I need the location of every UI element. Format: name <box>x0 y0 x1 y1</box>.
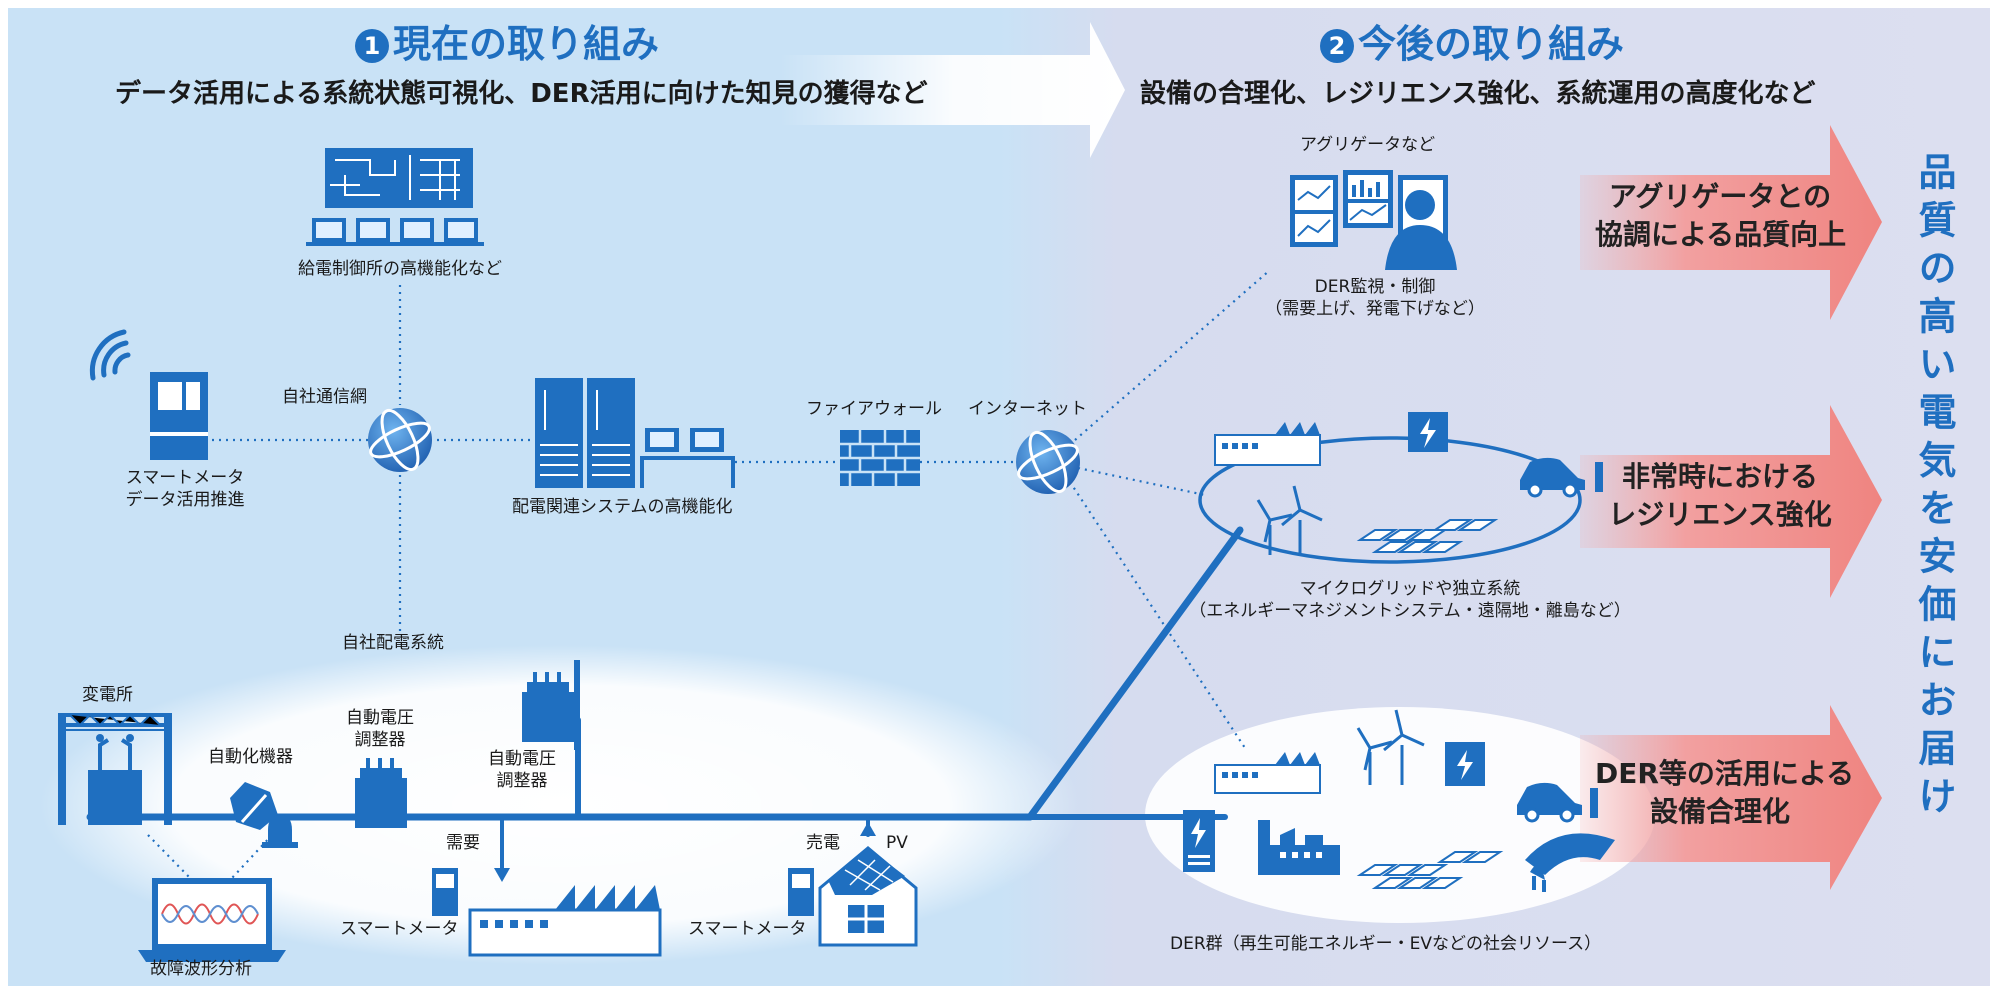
der-control-line1: DER監視・制御 <box>1314 277 1436 297</box>
arrow-2 <box>1580 405 1882 598</box>
vertical-message: 品質の高い電気を安価にお届け <box>1912 152 1956 824</box>
der-control-label: DER監視・制御（需要上げ、発電下げなど） <box>1255 276 1495 320</box>
control-center-icon <box>306 148 484 246</box>
smart-meter-icon-2 <box>788 868 814 916</box>
microgrid-line1: マイクログリッドや独立系統 <box>1299 579 1521 599</box>
der-stationary-battery-icon <box>1183 810 1215 872</box>
arrow-1 <box>1580 125 1882 320</box>
substation-icon <box>58 713 172 825</box>
arrow-1-text: アグリゲータとの協調による品質向上 <box>1595 178 1847 254</box>
dist-system-label: 配電関連システムの高機能化 <box>512 497 733 517</box>
avr1-line2: 調整器 <box>354 730 406 751</box>
globe-icon-2 <box>1016 430 1080 494</box>
der-hydro-icon <box>1525 833 1615 892</box>
internet-label: インターネット <box>968 399 1087 419</box>
arrow-1-line1: アグリゲータとの <box>1608 180 1832 213</box>
substation-label: 変電所 <box>82 685 133 705</box>
microgrid-ring <box>1198 436 1582 564</box>
der-ev-icon <box>1517 782 1598 823</box>
aggregator-label: アグリゲータなど <box>1300 135 1436 155</box>
avr2-label: 自動電圧調整器 <box>472 748 572 792</box>
firewall-label: ファイアウォール <box>806 399 942 419</box>
smart-meter-data-line2: データ活用推進 <box>125 490 245 511</box>
arrow-2-text: 非常時におけるレジリエンス強化 <box>1595 458 1845 534</box>
microgrid-battery-icon <box>1408 412 1448 452</box>
smart-meter-data-line1: スマートメータ <box>125 468 245 488</box>
arrow-2-line1: 非常時における <box>1621 460 1818 493</box>
smart-meter-label-2: スマートメータ <box>688 919 807 939</box>
network-lines <box>147 269 1271 879</box>
house-pv-icon <box>818 846 918 947</box>
der-power-plant-icon <box>1258 820 1340 875</box>
smart-meter-label-1: スマートメータ <box>340 919 459 939</box>
current-number: 1 <box>355 29 389 63</box>
avr2-line2: 調整器 <box>496 771 548 792</box>
sell-label: 売電 <box>806 833 840 853</box>
microgrid-label: マイクログリッドや独立系統（エネルギーマネジメントシステム・遠隔地・離島など） <box>1180 578 1640 622</box>
firewall-icon <box>840 430 920 486</box>
control-center-label: 給電制御所の高機能化など <box>298 259 502 279</box>
demand-label: 需要 <box>446 833 480 853</box>
current-subtitle: データ活用による系統状態可視化、DER活用に向けた知見の獲得など <box>115 79 928 109</box>
arrow-1-line2: 協調による品質向上 <box>1595 217 1847 251</box>
server-rack-icon <box>535 378 735 488</box>
arrow-3-text: DER等の活用による設備合理化 <box>1595 755 1855 831</box>
smart-meter-wifi-icon <box>89 329 208 460</box>
fault-wave-label: 故障波形分析 <box>150 959 252 979</box>
avr1-label: 自動電圧調整器 <box>330 707 430 751</box>
auto-device-label: 自動化機器 <box>208 747 293 767</box>
microgrid-line2: （エネルギーマネジメントシステム・遠隔地・離島など） <box>1189 601 1631 622</box>
future-title-text: 今後の取り組み <box>1358 22 1625 66</box>
der-group-label: DER群（再生可能エネルギー・EVなどの社会リソース） <box>1170 934 1602 954</box>
distribution-glow <box>40 645 1080 965</box>
der-control-line2: （需要上げ、発電下げなど） <box>1265 299 1485 320</box>
microgrid-solar-icon <box>1356 519 1499 553</box>
avr2-line1: 自動電圧 <box>488 749 556 769</box>
voltage-regulator-1-icon <box>355 758 407 828</box>
arrow-3-line2: 設備合理化 <box>1649 794 1790 828</box>
microgrid-factory-icon <box>1214 422 1321 466</box>
laptop-waveform-icon <box>138 878 286 962</box>
globe-icon-1 <box>368 408 432 472</box>
demand-factory-icon <box>468 885 662 957</box>
transition-arrow <box>780 22 1125 158</box>
microgrid-ev-icon <box>1520 457 1603 498</box>
pv-label: PV <box>886 833 908 853</box>
aggregator-monitor-icon <box>1290 170 1457 270</box>
der-wind-icon <box>1356 709 1425 785</box>
future-number: 2 <box>1320 29 1354 63</box>
arrow-3-line1: DER等の活用による <box>1595 757 1855 790</box>
smart-meter-data-label: スマートメータデータ活用推進 <box>95 467 275 511</box>
microgrid-wind-icon <box>1256 485 1323 555</box>
future-subtitle: 設備の合理化、レジリエンス強化、系統運用の高度化など <box>1140 79 1816 109</box>
voltage-regulator-2-icon <box>522 660 580 750</box>
smart-meter-icon-1 <box>432 868 458 916</box>
comm-network-label: 自社通信網 <box>282 387 367 407</box>
arrow-3 <box>1580 705 1882 890</box>
der-battery-icon <box>1445 742 1485 786</box>
own-dist-label: 自社配電系統 <box>342 633 444 653</box>
der-factory-icon <box>1214 752 1321 794</box>
arrow-2-line2: レジリエンス強化 <box>1608 497 1832 531</box>
current-title-text: 現在の取り組み <box>393 22 660 66</box>
der-solar-icon <box>1356 851 1504 889</box>
avr1-line1: 自動電圧 <box>346 708 414 728</box>
automation-device-icon <box>230 782 298 848</box>
